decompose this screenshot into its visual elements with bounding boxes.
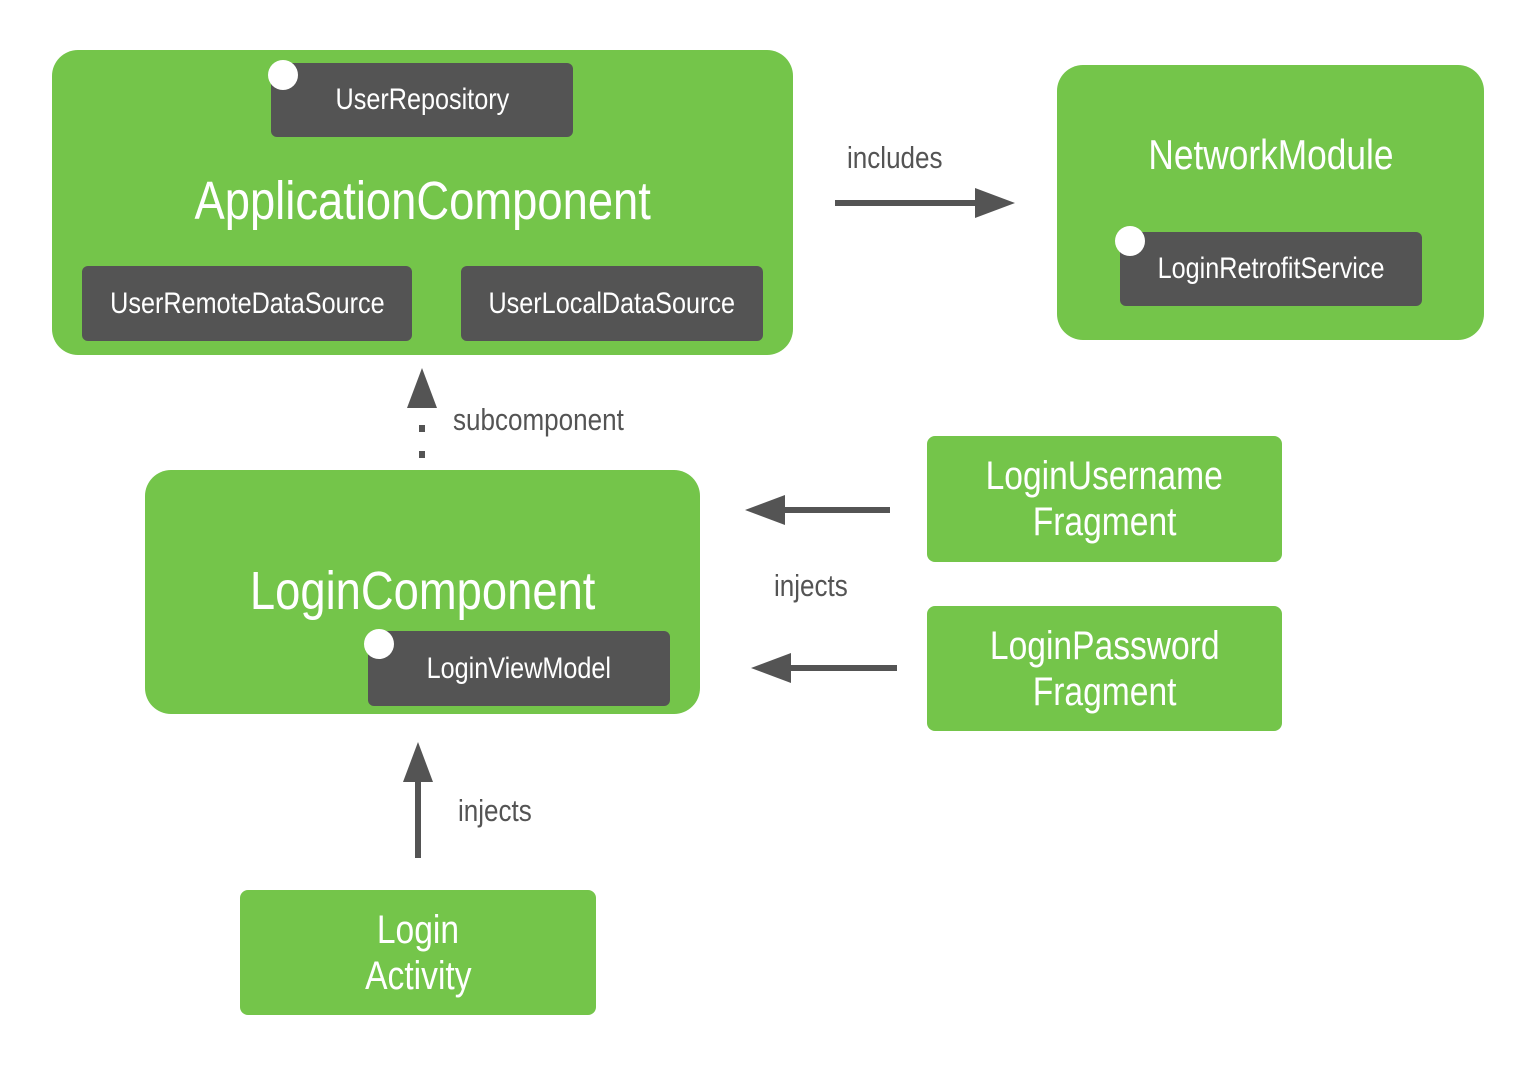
subcomponent-arrow-head <box>407 368 437 408</box>
user-remote-data-source-binding: UserRemoteDataSource <box>82 266 412 341</box>
network-module: NetworkModule LoginRetrofitService <box>1057 65 1484 340</box>
exposed-binding-dot-icon <box>364 629 394 659</box>
login-activity-line2: Activity <box>364 953 472 998</box>
application-component: UserRepository ApplicationComponent User… <box>52 50 793 355</box>
user-repository-binding: UserRepository <box>271 63 573 137</box>
subcomponent-label: subcomponent <box>453 402 624 437</box>
user-local-data-source-binding: UserLocalDataSource <box>461 266 763 341</box>
subcomponent-dash <box>419 425 425 432</box>
login-password-fragment-line1: LoginPassword <box>989 623 1220 668</box>
login-retrofit-service-binding: LoginRetrofitService <box>1120 232 1422 306</box>
includes-label: includes <box>847 140 943 175</box>
exposed-binding-dot-icon <box>268 60 298 90</box>
injects-activity-label: injects <box>458 793 532 828</box>
activity-injects-arrow-head <box>403 742 433 782</box>
login-username-fragment-line2: Fragment <box>1032 500 1177 544</box>
login-component-title: LoginComponent <box>249 561 596 621</box>
password-injects-arrow-head <box>751 653 791 683</box>
subcomponent-dash <box>419 451 425 458</box>
user-remote-data-source-label: UserRemoteDataSource <box>109 286 385 320</box>
includes-arrow-head <box>975 188 1015 218</box>
login-retrofit-service-label: LoginRetrofitService <box>1157 252 1385 285</box>
user-repository-label: UserRepository <box>335 83 509 116</box>
login-view-model-label: LoginViewModel <box>426 651 612 685</box>
login-view-model-binding: LoginViewModel <box>368 631 670 706</box>
login-password-fragment-line2: Fragment <box>1032 669 1177 714</box>
network-module-title: NetworkModule <box>1147 131 1394 178</box>
login-component: LoginComponent LoginViewModel <box>145 470 700 714</box>
username-injects-arrow-head <box>745 495 785 525</box>
application-component-title: ApplicationComponent <box>194 171 651 231</box>
user-local-data-source-label: UserLocalDataSource <box>488 286 736 320</box>
exposed-binding-dot-icon <box>1115 226 1145 256</box>
login-username-fragment-line1: LoginUsername <box>985 454 1224 498</box>
login-activity-line1: Login <box>376 907 460 952</box>
injects-fragments-label: injects <box>774 568 848 603</box>
